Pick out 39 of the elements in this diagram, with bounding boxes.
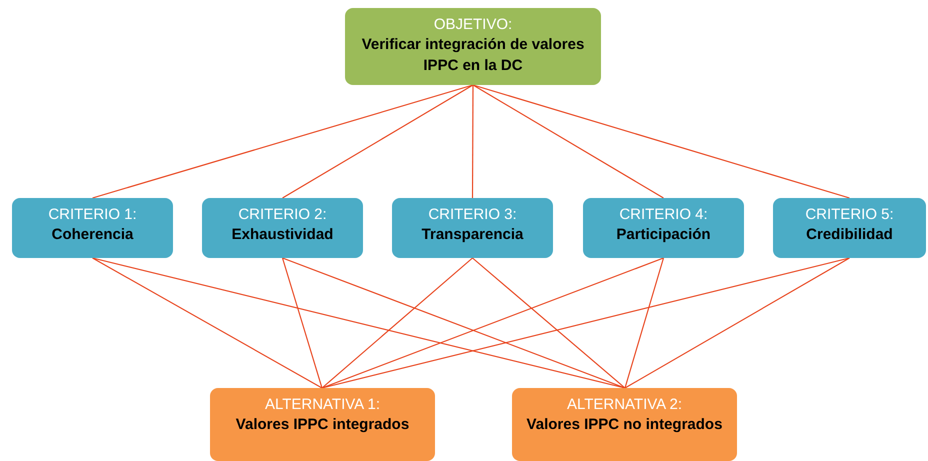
node-heading: ALTERNATIVA 1: <box>264 395 380 414</box>
connector-line <box>92 257 626 389</box>
node-heading: OBJETIVO: <box>434 15 512 34</box>
node-text: Credibilidad <box>805 225 894 245</box>
node-heading: CRITERIO 5: <box>805 205 894 224</box>
connector-line <box>322 257 850 389</box>
connector-line <box>624 258 664 388</box>
connector-line <box>472 258 626 388</box>
connector-line <box>472 84 664 198</box>
alternative-box <box>210 388 435 461</box>
criterion-box <box>583 198 744 258</box>
alternative-box <box>512 388 737 461</box>
connector-line <box>282 258 323 388</box>
node-text: Verificar integración de valores IPPC en la DC <box>360 35 586 76</box>
criterion-box <box>202 198 363 258</box>
node-text: Participación <box>615 225 712 245</box>
connector-line <box>282 257 626 389</box>
node-text: Coherencia <box>50 225 134 245</box>
criterion-box <box>12 198 173 258</box>
connector-line <box>282 84 474 198</box>
criterion-box <box>392 198 553 258</box>
node-text: Valores IPPC integrados <box>234 415 410 435</box>
connector-line <box>472 84 850 199</box>
connector-line <box>472 85 474 198</box>
node-heading: CRITERIO 1: <box>48 205 137 224</box>
connector-line <box>92 84 474 199</box>
objective-box <box>345 8 601 85</box>
node-text: Transparencia <box>420 225 524 245</box>
node-heading: CRITERIO 3: <box>428 205 517 224</box>
connector-line <box>322 257 664 389</box>
node-text: Valores IPPC no integrados <box>526 415 724 435</box>
node-text: Exhaustividad <box>230 225 334 245</box>
connector-line <box>322 258 473 388</box>
criterion-box <box>773 198 926 258</box>
node-heading: CRITERIO 4: <box>619 205 708 224</box>
connector-line <box>624 258 850 388</box>
connector-line <box>92 258 322 388</box>
node-heading: CRITERIO 2: <box>238 205 327 224</box>
node-heading: ALTERNATIVA 2: <box>566 395 682 414</box>
